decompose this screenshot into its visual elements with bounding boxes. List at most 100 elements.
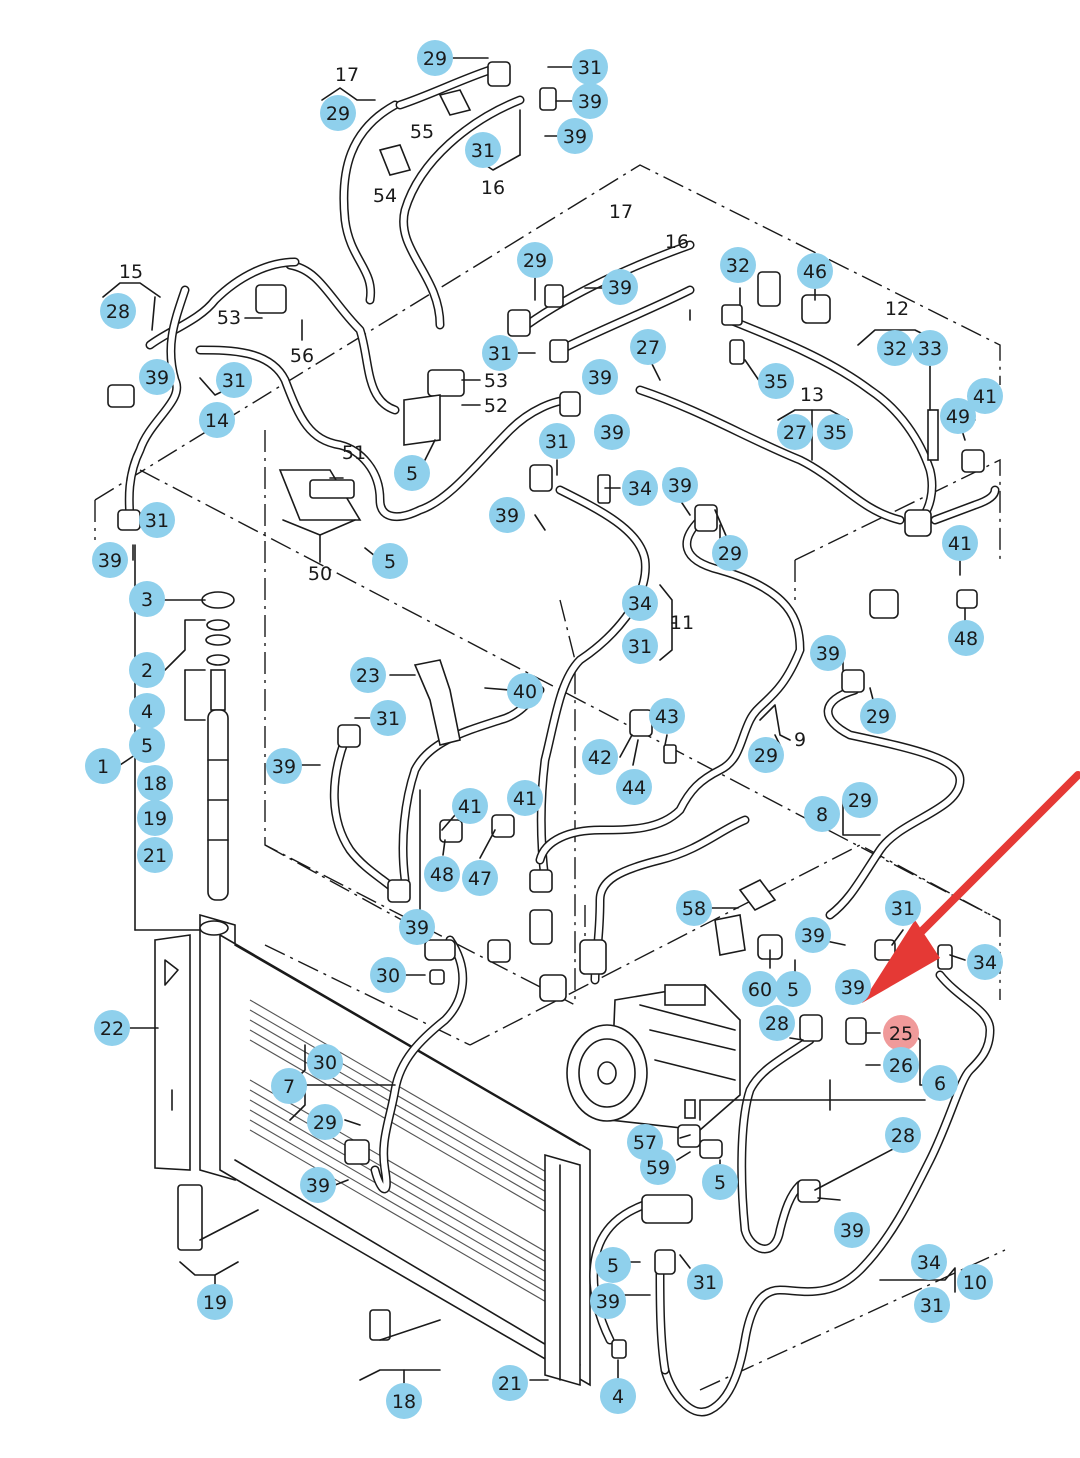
callout-circle <box>883 1015 919 1051</box>
callout-number: 28 <box>106 301 130 323</box>
callout-number: 29 <box>754 745 778 767</box>
callout-39: 39 <box>572 83 608 119</box>
callout-number: 29 <box>326 103 350 125</box>
callout-47: 47 <box>462 860 498 896</box>
callout-6: 6 <box>922 1065 958 1101</box>
callout-number: 29 <box>313 1112 337 1134</box>
callout-circle <box>885 890 921 926</box>
callout-44: 44 <box>616 769 652 805</box>
callout-27: 27 <box>777 414 813 450</box>
callout-31: 31 <box>482 335 518 371</box>
callout-circle <box>914 1287 950 1323</box>
callout-number: 29 <box>523 250 547 272</box>
callout-39: 39 <box>582 359 618 395</box>
callout-circle <box>137 800 173 836</box>
callout-number: 41 <box>948 533 972 555</box>
callout-number: 29 <box>866 706 890 728</box>
callout-circle <box>967 378 1003 414</box>
callout-39: 39 <box>300 1167 336 1203</box>
callout-number: 41 <box>513 788 537 810</box>
callout-42: 42 <box>582 739 618 775</box>
callout-8: 8 <box>804 796 840 832</box>
callout-number: 39 <box>306 1175 330 1197</box>
callout-10: 10 <box>957 1264 993 1300</box>
callout-21: 21 <box>492 1365 528 1401</box>
part-label-52: 52 <box>484 395 508 417</box>
callout-34: 34 <box>911 1244 947 1280</box>
callout-31: 31 <box>885 890 921 926</box>
callout-number: 31 <box>488 343 512 365</box>
callout-number: 57 <box>633 1132 657 1154</box>
callout-number: 31 <box>693 1272 717 1294</box>
part-label-16: 16 <box>481 177 505 199</box>
callout-22: 22 <box>94 1010 130 1046</box>
ac-compressor <box>566 984 741 1131</box>
callout-number: 58 <box>682 898 706 920</box>
callout-circle <box>129 581 165 617</box>
callout-27: 27 <box>630 329 666 365</box>
callout-circle <box>129 652 165 688</box>
part-label-51: 51 <box>342 442 366 464</box>
callout-circle <box>350 657 386 693</box>
callout-5: 5 <box>702 1164 738 1200</box>
callout-circle <box>804 796 840 832</box>
callout-circle <box>307 1104 343 1140</box>
callout-39: 39 <box>834 1212 870 1248</box>
callout-number: 19 <box>203 1292 227 1314</box>
callout-29: 29 <box>712 535 748 571</box>
callout-29: 29 <box>417 40 453 76</box>
callout-number: 34 <box>917 1252 941 1274</box>
callout-circle <box>417 40 453 76</box>
callout-circle <box>465 132 501 168</box>
callout-number: 42 <box>588 747 612 769</box>
callout-number: 48 <box>954 628 978 650</box>
callout-circle <box>197 1284 233 1320</box>
callout-circle <box>372 543 408 579</box>
callout-circle <box>622 585 658 621</box>
callout-circle <box>967 944 1003 980</box>
callout-41: 41 <box>967 378 1003 414</box>
callout-18: 18 <box>386 1383 422 1419</box>
callout-number: 39 <box>841 977 865 999</box>
callout-circle <box>590 1283 626 1319</box>
callout-number: 39 <box>98 550 122 572</box>
callout-number: 46 <box>803 261 827 283</box>
callout-25: 25 <box>883 1015 919 1051</box>
callout-number: 21 <box>498 1373 522 1395</box>
callout-circle <box>129 693 165 729</box>
callout-number: 31 <box>145 510 169 532</box>
part-label-9: 9 <box>794 729 806 751</box>
callout-31: 31 <box>572 49 608 85</box>
callout-number: 43 <box>655 706 679 728</box>
callout-4: 4 <box>600 1378 636 1414</box>
callout-circle <box>795 917 831 953</box>
callout-number: 39 <box>801 925 825 947</box>
callout-circle <box>911 1244 947 1280</box>
condenser <box>154 913 591 1387</box>
callout-number: 48 <box>430 864 454 886</box>
callout-circle <box>742 971 778 1007</box>
callout-32: 32 <box>720 247 756 283</box>
callout-circle <box>452 788 488 824</box>
callout-circle <box>370 700 406 736</box>
part-label-53: 53 <box>217 307 241 329</box>
callout-circle <box>912 330 948 366</box>
callout-circle <box>622 470 658 506</box>
callout-number: 35 <box>764 371 788 393</box>
callout-circle <box>94 1010 130 1046</box>
callout-number: 26 <box>889 1055 913 1077</box>
callout-circle <box>370 957 406 993</box>
callout-circle <box>266 748 302 784</box>
callout-circle <box>394 455 430 491</box>
callout-35: 35 <box>758 363 794 399</box>
callout-circle <box>662 467 698 503</box>
callout-19: 19 <box>197 1284 233 1320</box>
callout-circle <box>759 1005 795 1041</box>
callout-48: 48 <box>424 856 460 892</box>
callout-30: 30 <box>370 957 406 993</box>
part-label-15: 15 <box>119 261 143 283</box>
callout-number: 34 <box>628 593 652 615</box>
callout-circle <box>810 635 846 671</box>
callout-number: 22 <box>100 1018 124 1040</box>
